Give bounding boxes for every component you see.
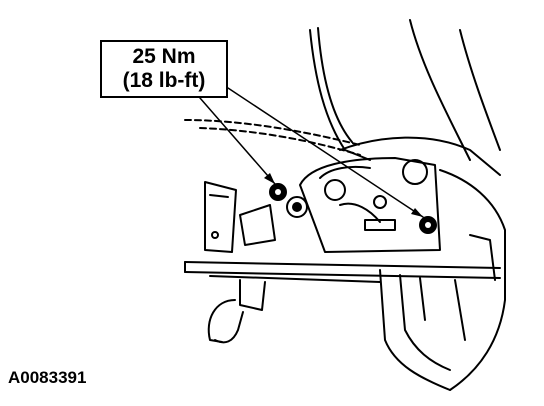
nut-center [286, 196, 308, 218]
torque-metric: 25 Nm [132, 45, 196, 68]
nut-left [269, 183, 287, 201]
lower-structure [379, 169, 506, 391]
left-bracket [204, 181, 276, 253]
torque-imperial: (18 lb-ft) [122, 69, 206, 92]
nut-right [419, 216, 437, 234]
mounting-rail [184, 261, 501, 283]
figure-id: A0083391 [8, 368, 87, 387]
latch-plate [299, 157, 441, 253]
lower-hook [207, 279, 266, 344]
torque-callout: 25 Nm (18 lb-ft) [100, 40, 228, 98]
body-panel [184, 19, 501, 176]
leader-arrowheads [264, 173, 423, 217]
leader-lines [199, 87, 424, 218]
